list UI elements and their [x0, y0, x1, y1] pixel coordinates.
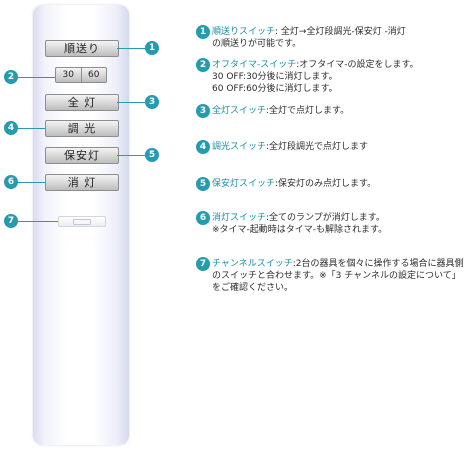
channel-switch[interactable]	[58, 216, 106, 227]
desc-text: ※タイマ-起動時はタイマ-も解除されます。	[212, 225, 388, 235]
desc-title: 調光スイッチ	[212, 142, 267, 152]
desc-text: 60 OFF:60分後に消灯します。	[212, 84, 338, 94]
desc-off: 消灯スイッチ:全てのランプが消灯します。 ※タイマ-起動時はタイマ-も解除されま…	[212, 212, 462, 236]
desc-text: をご確認ください。	[212, 283, 294, 293]
desc-title: オフタイマ-スイッチ	[212, 60, 297, 70]
desc-text: :2台の器具を個々に操作する場合に器具側	[292, 259, 464, 269]
desc-badge-1: 1	[196, 25, 210, 39]
leader-line-7	[18, 221, 58, 222]
desc-title: 順送りスイッチ	[212, 27, 276, 37]
leader-line-6	[18, 182, 45, 183]
badge-5: 5	[145, 148, 159, 162]
desc-text: :全てのランプが消灯します。	[266, 213, 385, 223]
desc-text: :全灯で点灯します。	[266, 106, 350, 116]
desc-text: の順送りが可能です。	[212, 39, 302, 49]
leader-line-3	[117, 102, 145, 103]
leader-line-5	[117, 155, 145, 156]
leader-line-1	[117, 48, 145, 49]
full-light-button[interactable]: 全 灯	[45, 94, 119, 111]
badge-4: 4	[4, 121, 18, 135]
desc-badge-3: 3	[196, 104, 210, 118]
desc-text: のスイッチと合わせます。※「3 チャンネルの設定について」	[212, 271, 461, 281]
desc-text: :オフタイマ-の設定をします。	[296, 60, 419, 70]
leader-line-4	[18, 128, 45, 129]
badge-2: 2	[4, 70, 18, 84]
off-button[interactable]: 消 灯	[45, 174, 119, 191]
desc-off-timer: オフタイマ-スイッチ:オフタイマ-の設定をします。 30 OFF:30分後に消灯…	[212, 59, 462, 95]
desc-sequential: 順送りスイッチ: 全灯→全灯段調光-保安灯 -消灯 の順送りが可能です。	[212, 26, 462, 50]
desc-title: チャンネルスイッチ	[212, 259, 293, 269]
desc-badge-6: 6	[196, 211, 210, 225]
sequential-button[interactable]: 順送り	[45, 40, 119, 57]
desc-dimming: 調光スイッチ:全灯段調光で点灯します	[212, 141, 462, 153]
desc-title: 保安灯スイッチ	[212, 179, 276, 189]
desc-text: 30 OFF:30分後に消灯します。	[212, 72, 338, 82]
night-light-button[interactable]: 保安灯	[45, 147, 119, 164]
badge-3: 3	[145, 95, 159, 109]
desc-badge-5: 5	[196, 177, 210, 191]
desc-badge-4: 4	[196, 140, 210, 154]
desc-title: 消灯スイッチ	[212, 213, 267, 223]
off-timer-button[interactable]: 30 60	[55, 67, 107, 83]
badge-6: 6	[4, 175, 18, 189]
desc-channel: チャンネルスイッチ:2台の器具を個々に操作する場合に器具側 のスイッチと合わせま…	[212, 258, 464, 294]
desc-title: 全灯スイッチ	[212, 106, 267, 116]
leader-line-2	[18, 77, 55, 78]
desc-text: :保安灯のみ点灯します。	[275, 179, 377, 189]
desc-text: :全灯段調光で点灯します	[266, 142, 369, 152]
timer-60-button[interactable]: 60	[80, 68, 107, 82]
badge-1: 1	[145, 41, 159, 55]
desc-badge-7: 7	[196, 257, 210, 271]
timer-30-button[interactable]: 30	[62, 70, 74, 80]
badge-7: 7	[4, 214, 18, 228]
desc-full-light: 全灯スイッチ:全灯で点灯します。	[212, 105, 462, 117]
dimming-button[interactable]: 調 光	[45, 120, 119, 137]
desc-badge-2: 2	[196, 58, 210, 72]
desc-text: : 全灯→全灯段調光-保安灯 -消灯	[275, 27, 406, 37]
desc-night-light: 保安灯スイッチ:保安灯のみ点灯します。	[212, 178, 462, 190]
